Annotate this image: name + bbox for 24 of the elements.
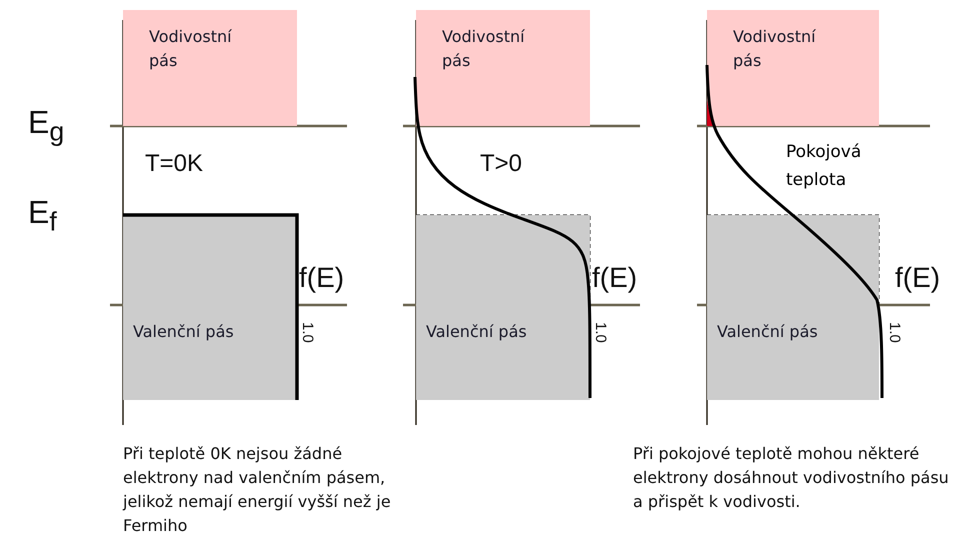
conduction-band [416, 10, 590, 126]
valence-band [416, 215, 590, 400]
temperature-label: T>0 [480, 150, 522, 178]
band-label: Valenční pás [426, 321, 528, 343]
caption-text: Při teplotě 0K nejsou žádné elektrony nad valenčním pásem, jelikož nemají energií vyšší než je Fermiho [123, 443, 392, 537]
temperature-label: Pokojová teplota [786, 141, 862, 192]
tick-label: 1.0 [299, 322, 316, 343]
band-label: Vodivostní pás [149, 26, 233, 72]
tick-label: 1.0 [886, 322, 903, 343]
band-label: Valenční pás [133, 321, 235, 343]
band-label: Vodivostní pás [442, 26, 526, 72]
band-label: Valenční pás [717, 321, 819, 343]
valence-band [707, 215, 879, 400]
energy-level-label: E$_{f}$ [28, 194, 57, 238]
axis-label: f(E) [895, 262, 940, 294]
axis-label: f(E) [299, 262, 344, 294]
energy-level-label: E$_{g}$ [28, 104, 64, 148]
axis-label: f(E) [592, 262, 638, 294]
temperature-label: T=0K [145, 150, 204, 178]
conduction-band [123, 10, 297, 126]
conduction-band [707, 10, 879, 126]
tick-label: 1.0 [592, 322, 609, 343]
band-label: Vodivostní pás [733, 26, 817, 72]
caption-text: Při pokojové teplotě mohou některé elektrony dosáhnout vodivostního pásu a přispět k vodivosti. [633, 443, 950, 513]
